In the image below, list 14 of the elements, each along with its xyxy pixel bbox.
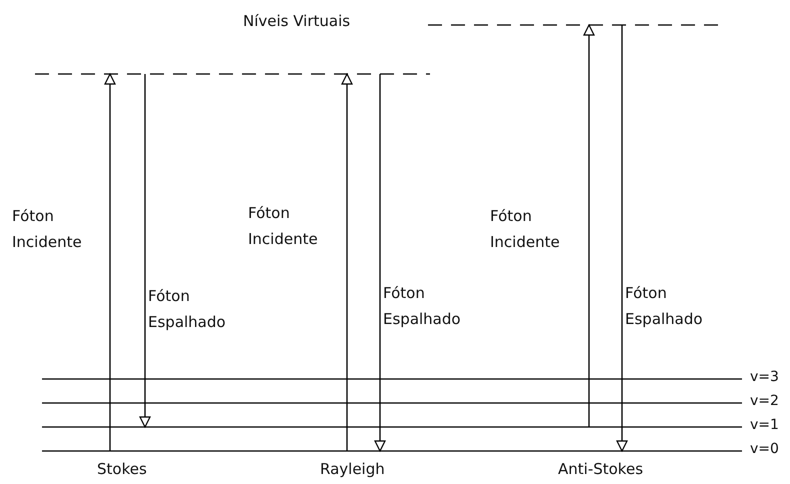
process-label: Anti-Stokes bbox=[558, 460, 644, 478]
arrow bbox=[374, 74, 386, 452]
arrow bbox=[139, 74, 151, 428]
level-label: v=3 bbox=[750, 369, 779, 385]
process-label: Stokes bbox=[97, 460, 147, 478]
process-label: Rayleigh bbox=[320, 460, 385, 478]
virtual-levels-label: Níveis Virtuais bbox=[243, 12, 350, 30]
arrow bbox=[583, 24, 595, 427]
arrow bbox=[616, 25, 628, 452]
level-label: v=1 bbox=[750, 417, 779, 433]
level-label: v=0 bbox=[750, 441, 779, 457]
arrow bbox=[341, 73, 353, 451]
arrow bbox=[104, 73, 116, 451]
level-label: v=2 bbox=[750, 393, 779, 409]
